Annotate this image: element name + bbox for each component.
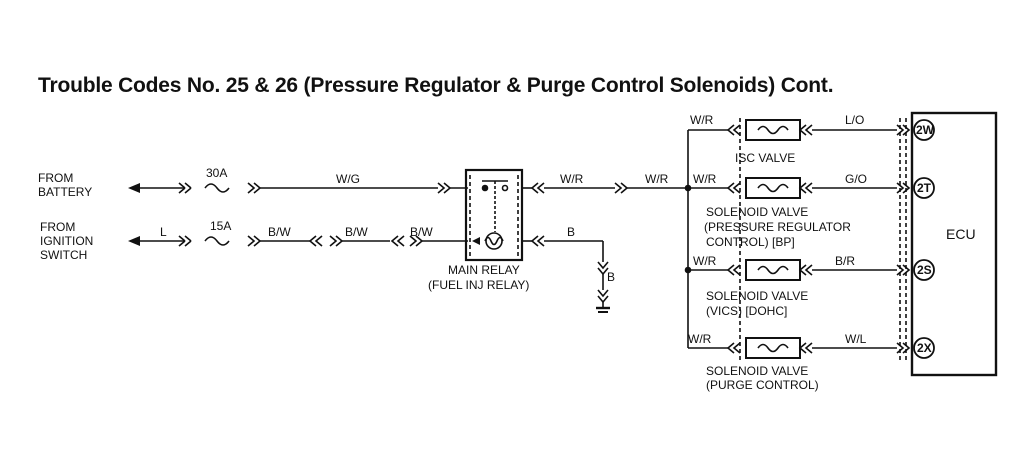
svg-text:2W: 2W	[916, 123, 935, 137]
bp-solenoid	[688, 177, 911, 199]
bp-solenoid-label-line2: (PRESSURE REGULATOR	[704, 220, 851, 234]
wire-label-w-r-vics: W/R	[693, 254, 717, 268]
wire-label-b-w-3: B/W	[410, 225, 433, 239]
ignition-arrow-icon	[128, 236, 140, 246]
ignition-label-line1: FROM	[40, 220, 75, 234]
relay-label-line1: MAIN RELAY	[448, 263, 520, 277]
wire-label-w-r-purge: W/R	[688, 332, 712, 346]
relay-contact-icon	[481, 184, 489, 192]
wire-label-l: L	[160, 225, 167, 239]
ecu-label: ECU	[946, 226, 976, 242]
fuse-30a-label: 30A	[206, 166, 227, 180]
wire-label-w-g: W/G	[336, 172, 360, 186]
purge-solenoid	[688, 337, 911, 359]
battery-label-line2: BATTERY	[38, 185, 92, 199]
svg-text:2S: 2S	[917, 263, 932, 277]
wire-label-g-o: G/O	[845, 172, 867, 186]
wire-label-l-o: L/O	[845, 113, 864, 127]
ecu-terminal-2s: 2S	[913, 259, 935, 281]
fuse-15a-icon	[204, 236, 230, 246]
vics-solenoid-label-line2: (VICS) [DOHC]	[706, 304, 787, 318]
wire-label-b-w-2: B/W	[345, 225, 368, 239]
wire-label-b-ground-2: B	[607, 270, 615, 284]
purge-solenoid-label-line1: SOLENOID VALVE	[706, 364, 808, 378]
vics-solenoid	[688, 259, 911, 281]
relay-label-line2: (FUEL INJ RELAY)	[428, 278, 529, 292]
connector-dashes	[739, 118, 907, 360]
relay-coil-icon	[484, 236, 504, 246]
bp-solenoid-coil-icon	[757, 183, 789, 193]
battery-arrow-icon	[128, 183, 140, 193]
bp-solenoid-label-line1: SOLENOID VALVE	[706, 205, 808, 219]
diagram-title: Trouble Codes No. 25 & 26 (Pressure Regu…	[38, 74, 834, 97]
svg-text:2T: 2T	[917, 181, 932, 195]
fuse-15a-label: 15A	[210, 219, 231, 233]
wire-label-w-r-2: W/R	[645, 172, 669, 186]
vics-solenoid-coil-icon	[757, 265, 789, 275]
wire-label-w-r-isc: W/R	[690, 113, 714, 127]
wire-label-w-r-bp: W/R	[693, 172, 717, 186]
wire-label-b-r: B/R	[835, 254, 855, 268]
wire-label-b-ground: B	[567, 225, 575, 239]
fuse-30a-icon	[204, 183, 230, 193]
svg-text:2X: 2X	[917, 341, 932, 355]
bp-solenoid-label-line3: CONTROL) [BP]	[706, 235, 795, 249]
battery-wire	[128, 182, 468, 194]
isc-valve	[688, 119, 911, 141]
wire-label-b-w-1: B/W	[268, 225, 291, 239]
isc-valve-coil-icon	[757, 125, 789, 135]
ecu-terminal-2x: 2X	[913, 337, 935, 359]
battery-label-line1: FROM	[38, 171, 73, 185]
isc-valve-label: ISC VALVE	[735, 151, 795, 165]
ecu-terminal-2w: 2W	[913, 119, 935, 141]
purge-solenoid-coil-icon	[757, 343, 789, 353]
ecu-terminal-2t: 2T	[913, 177, 935, 199]
ignition-wire	[128, 235, 468, 247]
power-bus	[684, 130, 692, 348]
main-relay	[464, 168, 524, 262]
purge-solenoid-label-line2: (PURGE CONTROL)	[706, 378, 819, 392]
ignition-label-line3: SWITCH	[40, 248, 87, 262]
ecu-box	[910, 111, 998, 377]
ignition-label-line2: IGNITION	[40, 234, 93, 248]
ground-wire	[522, 235, 610, 313]
vics-solenoid-label-line1: SOLENOID VALVE	[706, 289, 808, 303]
wire-label-w-l: W/L	[845, 332, 867, 346]
wire-label-w-r-1: W/R	[560, 172, 584, 186]
